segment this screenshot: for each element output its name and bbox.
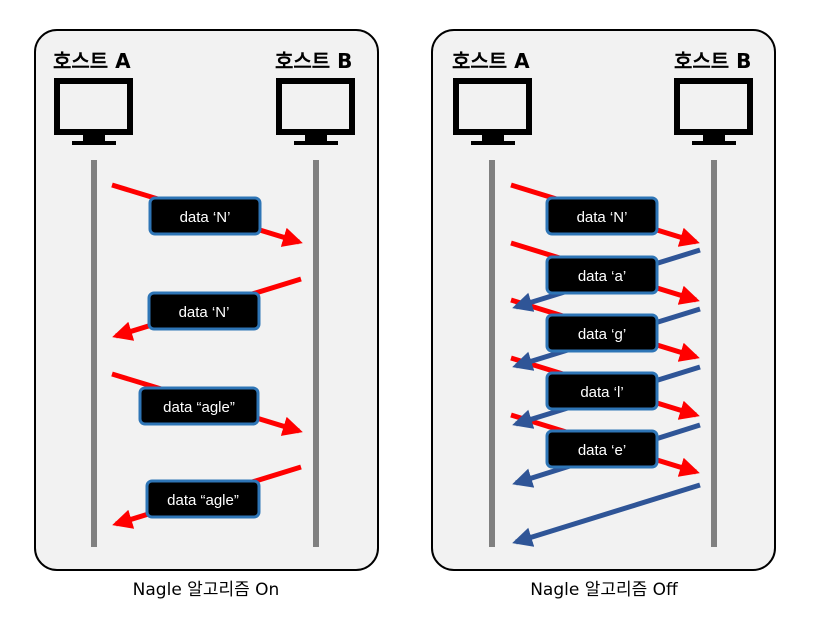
message-label: data ‘N’ bbox=[180, 209, 231, 226]
message-label: data ‘e’ bbox=[578, 442, 626, 459]
host-b-label: 호스트 B bbox=[674, 49, 751, 73]
panel-caption: Nagle 알고리즘 Off bbox=[530, 580, 679, 600]
panel-caption: Nagle 알고리즘 On bbox=[133, 580, 280, 600]
message-label: data “agle” bbox=[167, 492, 239, 509]
monitor-icon bbox=[453, 78, 532, 145]
monitor-icon bbox=[674, 78, 753, 145]
monitor-icon bbox=[54, 78, 133, 145]
panel-nagle-off: 호스트 A 호스트 B data ‘N’ data ‘a’ bbox=[431, 29, 776, 600]
message-label: data “agle” bbox=[163, 399, 235, 416]
message-label: data ‘g’ bbox=[578, 326, 626, 343]
ack-arrow bbox=[512, 482, 701, 547]
message-box bbox=[145, 479, 261, 519]
host-a-label: 호스트 A bbox=[53, 49, 131, 73]
monitor-icon bbox=[276, 78, 355, 145]
message-box bbox=[138, 386, 260, 426]
message-box bbox=[148, 196, 262, 236]
message-box bbox=[147, 291, 261, 331]
message-box bbox=[545, 371, 659, 411]
message-label: data ‘a’ bbox=[578, 268, 626, 285]
message-label: data ‘N’ bbox=[179, 304, 230, 321]
host-b-label: 호스트 B bbox=[275, 49, 352, 73]
message-label: data ‘l’ bbox=[580, 384, 623, 401]
host-a-label: 호스트 A bbox=[452, 49, 530, 73]
message-box bbox=[545, 313, 659, 353]
panel-frame bbox=[431, 29, 776, 571]
panel-nagle-on: 호스트 A 호스트 B data ‘N’ data ‘N’ data “agle… bbox=[34, 29, 379, 600]
message-label: data ‘N’ bbox=[577, 209, 628, 226]
message-box bbox=[545, 255, 659, 295]
message-box bbox=[545, 196, 659, 236]
message-box bbox=[545, 429, 659, 469]
